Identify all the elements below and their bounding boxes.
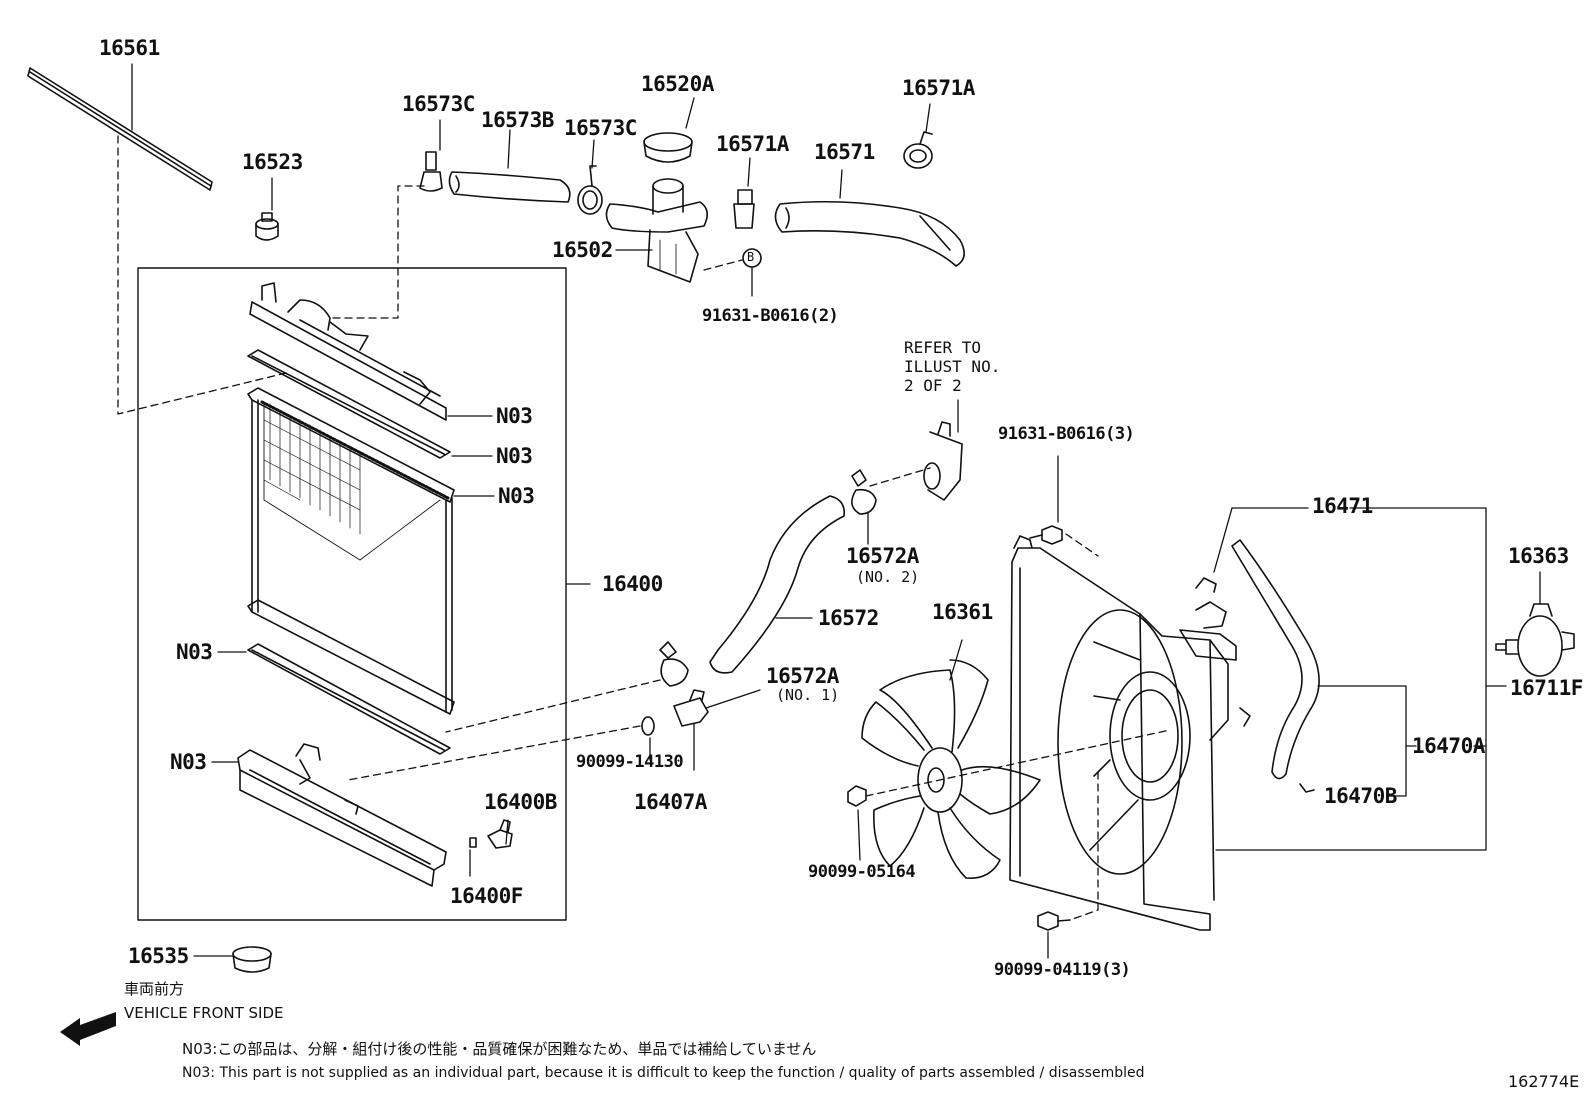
fan-nut bbox=[847, 785, 867, 807]
part-label: 16572A bbox=[766, 664, 839, 688]
part-label: 16573B bbox=[481, 108, 554, 132]
upper-gasket bbox=[247, 349, 451, 459]
radiator-cap-16520A bbox=[643, 132, 693, 163]
upper-tank bbox=[249, 282, 447, 421]
part-label: 16400F bbox=[450, 884, 523, 908]
part-label: 16523 bbox=[242, 150, 303, 174]
footnote-en: N03: This part is not supplied as an ind… bbox=[182, 1065, 1145, 1081]
lower-tank bbox=[237, 743, 447, 887]
clamp-16572A-2 bbox=[851, 469, 877, 515]
part-label: 16571 bbox=[814, 140, 875, 164]
part-label: 16571A bbox=[902, 76, 975, 100]
diagram-id: 162774E bbox=[1508, 1072, 1580, 1091]
radiator-cap-16535 bbox=[232, 946, 272, 973]
cushion-part bbox=[255, 212, 279, 241]
n03-label: N03 bbox=[170, 750, 207, 774]
fan-shroud bbox=[1009, 535, 1251, 931]
part-label: 16400 bbox=[602, 572, 663, 596]
drain-cock bbox=[469, 819, 513, 849]
hose-16573B bbox=[448, 171, 571, 203]
leader-lines bbox=[131, 63, 1541, 959]
part-label: 90099-05164 bbox=[808, 862, 916, 882]
part-label: 16561 bbox=[99, 36, 160, 60]
part-label: 16572A bbox=[846, 544, 919, 568]
support-strip bbox=[27, 67, 213, 191]
footnote-jp: N03:この部品は、分解・組付け後の性能・品質確保が困難なため、単品では補給して… bbox=[182, 1040, 817, 1058]
part-label: 16361 bbox=[932, 600, 993, 624]
n03-label: N03 bbox=[176, 640, 213, 664]
part-label: 16470B bbox=[1324, 784, 1397, 808]
part-label: 16471 bbox=[1312, 494, 1373, 518]
hose-16572 bbox=[709, 495, 846, 674]
water-inlet bbox=[923, 421, 963, 501]
part-label: 16400B bbox=[484, 790, 557, 814]
clamp-16571A-a bbox=[733, 189, 755, 229]
radiator-core bbox=[247, 387, 455, 715]
part-label: 16711F bbox=[1510, 676, 1583, 700]
n03-label: N03 bbox=[496, 404, 533, 428]
sub-label: (NO. 2) bbox=[856, 568, 920, 586]
bolt-90099-04119 bbox=[1037, 911, 1071, 931]
lower-gasket bbox=[247, 643, 451, 755]
part-label: 16573C bbox=[564, 116, 637, 140]
hose-16571 bbox=[774, 200, 965, 267]
clamp-16573C-b bbox=[577, 165, 603, 215]
front-direction-arrow bbox=[60, 1012, 116, 1046]
part-label: 16502 bbox=[552, 238, 613, 262]
dashed-lines bbox=[117, 135, 1171, 921]
direction-label-en: VEHICLE FRONT SIDE bbox=[124, 1004, 284, 1022]
part-label: 16470A bbox=[1412, 734, 1485, 758]
part-label: 90099-14130 bbox=[576, 752, 684, 772]
clamp-16572A-1 bbox=[659, 641, 689, 687]
part-label: 16535 bbox=[128, 944, 189, 968]
oil-cooler-fitting bbox=[641, 689, 709, 736]
n03-label: N03 bbox=[496, 444, 533, 468]
part-label: 91631-B0616(3) bbox=[998, 424, 1135, 444]
bolt-marker-label: B bbox=[747, 250, 755, 264]
refer-note: REFER TO ILLUST NO. 2 OF 2 bbox=[904, 338, 1001, 395]
part-label: 16363 bbox=[1508, 544, 1569, 568]
part-label: 90099-04119(3) bbox=[994, 960, 1131, 980]
reserve-hose bbox=[1231, 539, 1320, 793]
fan-motor bbox=[1495, 603, 1575, 677]
clamp-16573C-a bbox=[419, 151, 443, 192]
part-label: 91631-B0616(2) bbox=[702, 306, 839, 326]
clamp-16571A-b bbox=[903, 131, 933, 169]
part-label: 16571A bbox=[716, 132, 789, 156]
n03-label: N03 bbox=[498, 484, 535, 508]
part-label: 16572 bbox=[818, 606, 879, 630]
cooling-fan bbox=[861, 659, 1041, 879]
outlet-16502 bbox=[605, 178, 708, 283]
direction-label-jp: 車両前方 bbox=[124, 980, 185, 998]
bolt-91631-3 bbox=[1029, 525, 1063, 545]
part-label: 16573C bbox=[402, 92, 475, 116]
radiator-assembly-frame bbox=[137, 267, 567, 921]
part-label: 16407A bbox=[634, 790, 707, 814]
sub-label: (NO. 1) bbox=[776, 686, 840, 704]
part-label: 16520A bbox=[641, 72, 714, 96]
